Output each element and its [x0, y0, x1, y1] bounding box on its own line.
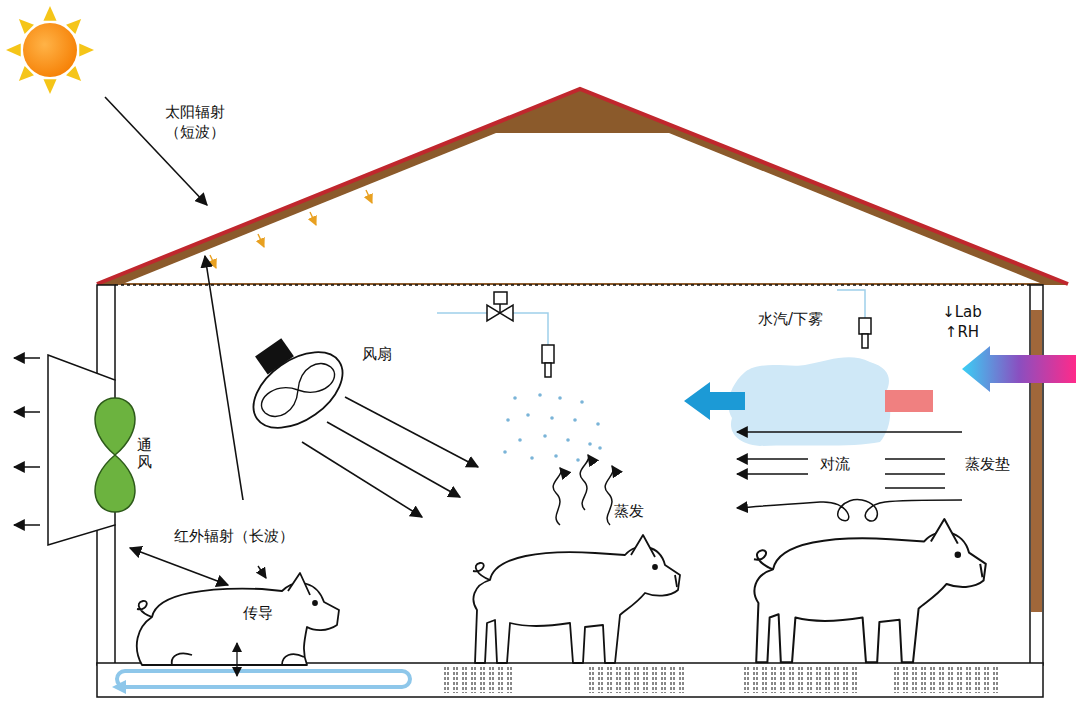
evaporation-label: 蒸发: [614, 502, 644, 522]
radiation-label: 红外辐射（长波）: [174, 527, 294, 547]
convection-label: 对流: [820, 455, 850, 475]
ventilation-label: 通风: [137, 437, 152, 470]
pad-label: 蒸发垫: [965, 455, 1010, 475]
mist-label: 水汽/下雾: [758, 310, 823, 330]
conduction-label: 传导: [243, 604, 273, 624]
radiation-label: 太阳辐射 （短波）: [164, 103, 226, 142]
fan-label: 风扇: [362, 345, 392, 365]
humidity-label: ↓Lab ↑RH: [940, 303, 984, 342]
